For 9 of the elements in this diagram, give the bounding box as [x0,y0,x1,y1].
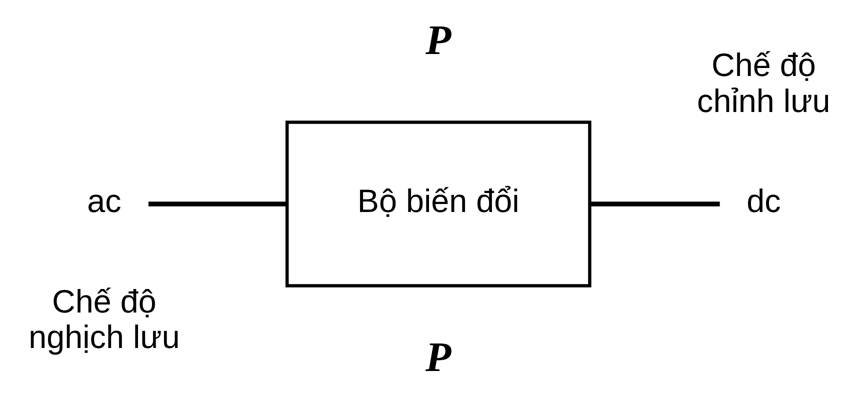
node-text: ac [87,182,122,219]
label: P [425,17,452,64]
connector [590,201,720,206]
label: Chế độ nghịch lưu [28,282,180,355]
label: Chế độ chỉnh lưu [697,46,830,118]
node-text: dc [746,182,781,219]
label: P [425,334,452,381]
connector [148,201,286,206]
node-box: Bộ biến đổi [285,120,592,287]
